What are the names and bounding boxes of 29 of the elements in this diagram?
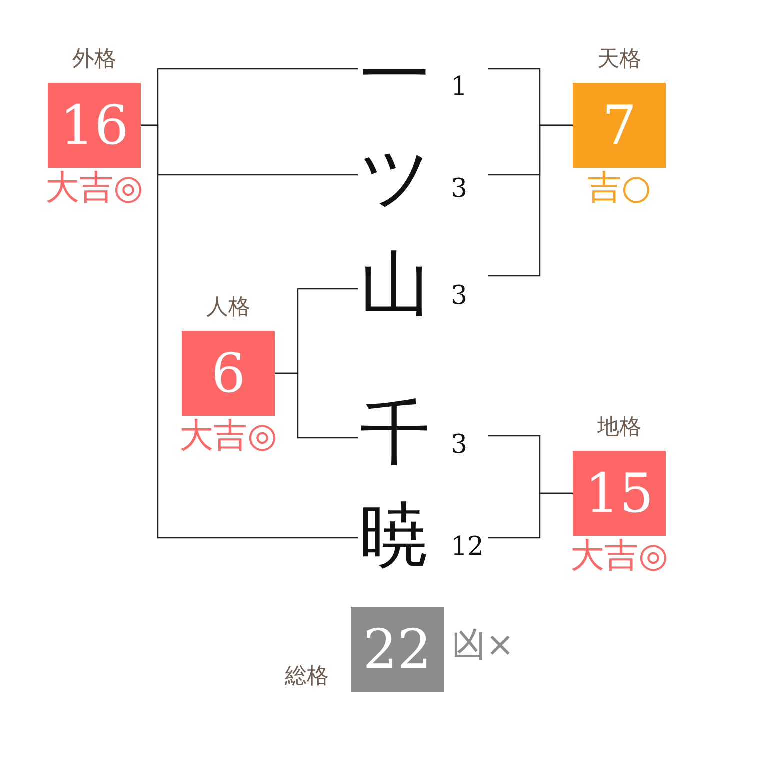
bracket-line: [488, 492, 573, 539]
heading-text: 人格: [206, 295, 250, 321]
score-box: 7: [573, 83, 666, 168]
stroke-count: 1: [451, 73, 468, 101]
name-character: 千: [360, 393, 430, 473]
name-character: 一: [360, 35, 430, 115]
stroke-count: 12: [451, 533, 484, 561]
stroke-count: 3: [451, 175, 468, 203]
bracket-line: [488, 124, 573, 277]
heading-text: 地格: [598, 415, 642, 441]
rating-text: 大吉◎: [46, 168, 144, 208]
stroke-count: 3: [451, 282, 468, 310]
name-character: ツ: [360, 137, 432, 217]
score-box: 6: [182, 331, 275, 416]
score-box: 22: [351, 607, 444, 692]
name-character: 暁: [360, 495, 430, 575]
rating-text: 大吉◎: [180, 416, 278, 456]
score-box: 16: [48, 83, 141, 168]
stroke-count: 3: [451, 431, 468, 459]
rating-text: 凶×: [452, 625, 514, 665]
rating-text: 吉○: [588, 168, 652, 208]
heading-text: 総格: [285, 664, 329, 690]
rating-text: 大吉◎: [570, 536, 668, 576]
bracket-line: [141, 124, 358, 539]
bracket-line: [275, 372, 358, 439]
name-character: 山: [360, 244, 430, 324]
heading-text: 外格: [72, 47, 116, 73]
heading-text: 天格: [598, 47, 642, 73]
score-box: 15: [573, 451, 666, 536]
